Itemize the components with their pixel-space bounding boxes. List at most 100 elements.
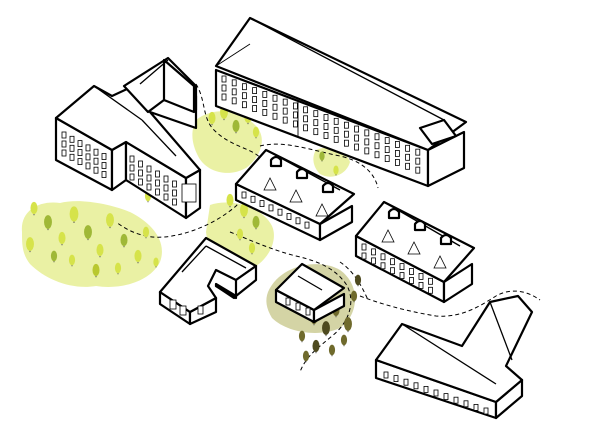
- tree: [344, 317, 352, 333]
- window: [384, 155, 390, 163]
- window: [101, 162, 107, 169]
- building-small-square: [274, 262, 346, 324]
- window: [354, 134, 360, 142]
- window: [364, 138, 370, 146]
- tree: [240, 203, 248, 219]
- window: [405, 144, 411, 152]
- window: [155, 188, 160, 196]
- window: [393, 375, 399, 383]
- window: [313, 119, 319, 127]
- tree: [142, 226, 150, 239]
- tree: [26, 237, 34, 253]
- window: [295, 217, 301, 225]
- window: [61, 140, 67, 148]
- window: [418, 272, 424, 280]
- window: [383, 371, 389, 379]
- window: [354, 125, 360, 133]
- building-small-l-south: [158, 236, 258, 326]
- building-central-dormer: [234, 148, 356, 242]
- tree: [252, 215, 260, 230]
- window: [453, 396, 459, 404]
- window: [443, 393, 449, 401]
- window: [163, 184, 169, 192]
- window: [323, 123, 329, 130]
- dormer: [381, 207, 401, 243]
- window: [292, 120, 298, 128]
- window: [250, 195, 256, 203]
- window: [241, 191, 247, 199]
- window: [61, 131, 67, 139]
- window: [252, 96, 258, 103]
- tree: [340, 334, 348, 347]
- window: [380, 253, 386, 261]
- dormer: [289, 167, 309, 203]
- window: [323, 114, 329, 121]
- window: [333, 117, 339, 125]
- window: [323, 132, 329, 139]
- window: [483, 407, 489, 415]
- window: [371, 257, 376, 265]
- window: [241, 101, 247, 109]
- window: [268, 204, 274, 212]
- window: [93, 157, 99, 165]
- window: [380, 262, 386, 270]
- window: [146, 165, 152, 173]
- window: [172, 180, 177, 188]
- window: [333, 135, 339, 143]
- window: [303, 106, 309, 114]
- window: [343, 130, 349, 138]
- tree: [333, 165, 339, 176]
- window: [286, 213, 292, 220]
- tree: [322, 321, 330, 337]
- green-wash-northwest: [192, 111, 262, 173]
- window: [231, 97, 237, 105]
- dormer: [315, 181, 335, 217]
- window: [313, 110, 319, 118]
- tree: [153, 257, 159, 268]
- window: [361, 243, 367, 251]
- window: [129, 155, 135, 163]
- tree: [248, 242, 256, 255]
- tree: [232, 119, 240, 134]
- window: [371, 248, 376, 256]
- window: [277, 208, 283, 216]
- window: [221, 75, 227, 83]
- window: [69, 135, 75, 143]
- tree: [44, 215, 52, 231]
- green-wash-west: [21, 201, 162, 287]
- tree: [298, 330, 306, 343]
- window: [473, 403, 479, 411]
- window: [155, 170, 160, 178]
- window: [303, 115, 309, 123]
- window: [282, 98, 288, 106]
- window: [428, 277, 433, 285]
- window: [85, 162, 91, 170]
- window: [146, 183, 152, 191]
- window: [413, 382, 419, 390]
- tree: [114, 262, 122, 275]
- window: [405, 153, 411, 161]
- window: [463, 400, 469, 408]
- window: [399, 263, 405, 271]
- window: [129, 164, 135, 172]
- window: [69, 144, 75, 152]
- window: [241, 92, 247, 100]
- window: [374, 133, 380, 141]
- window: [163, 175, 169, 183]
- building-l-shaped-southeast: [374, 294, 534, 420]
- window: [272, 94, 278, 102]
- tree: [30, 201, 38, 216]
- window: [93, 166, 99, 174]
- tree: [236, 228, 244, 241]
- window: [304, 221, 310, 229]
- window: [272, 112, 278, 120]
- tree: [106, 213, 114, 229]
- tree: [319, 151, 325, 162]
- window: [155, 179, 160, 187]
- window: [101, 171, 107, 178]
- window: [364, 129, 370, 137]
- window: [172, 189, 177, 197]
- tree: [58, 231, 66, 246]
